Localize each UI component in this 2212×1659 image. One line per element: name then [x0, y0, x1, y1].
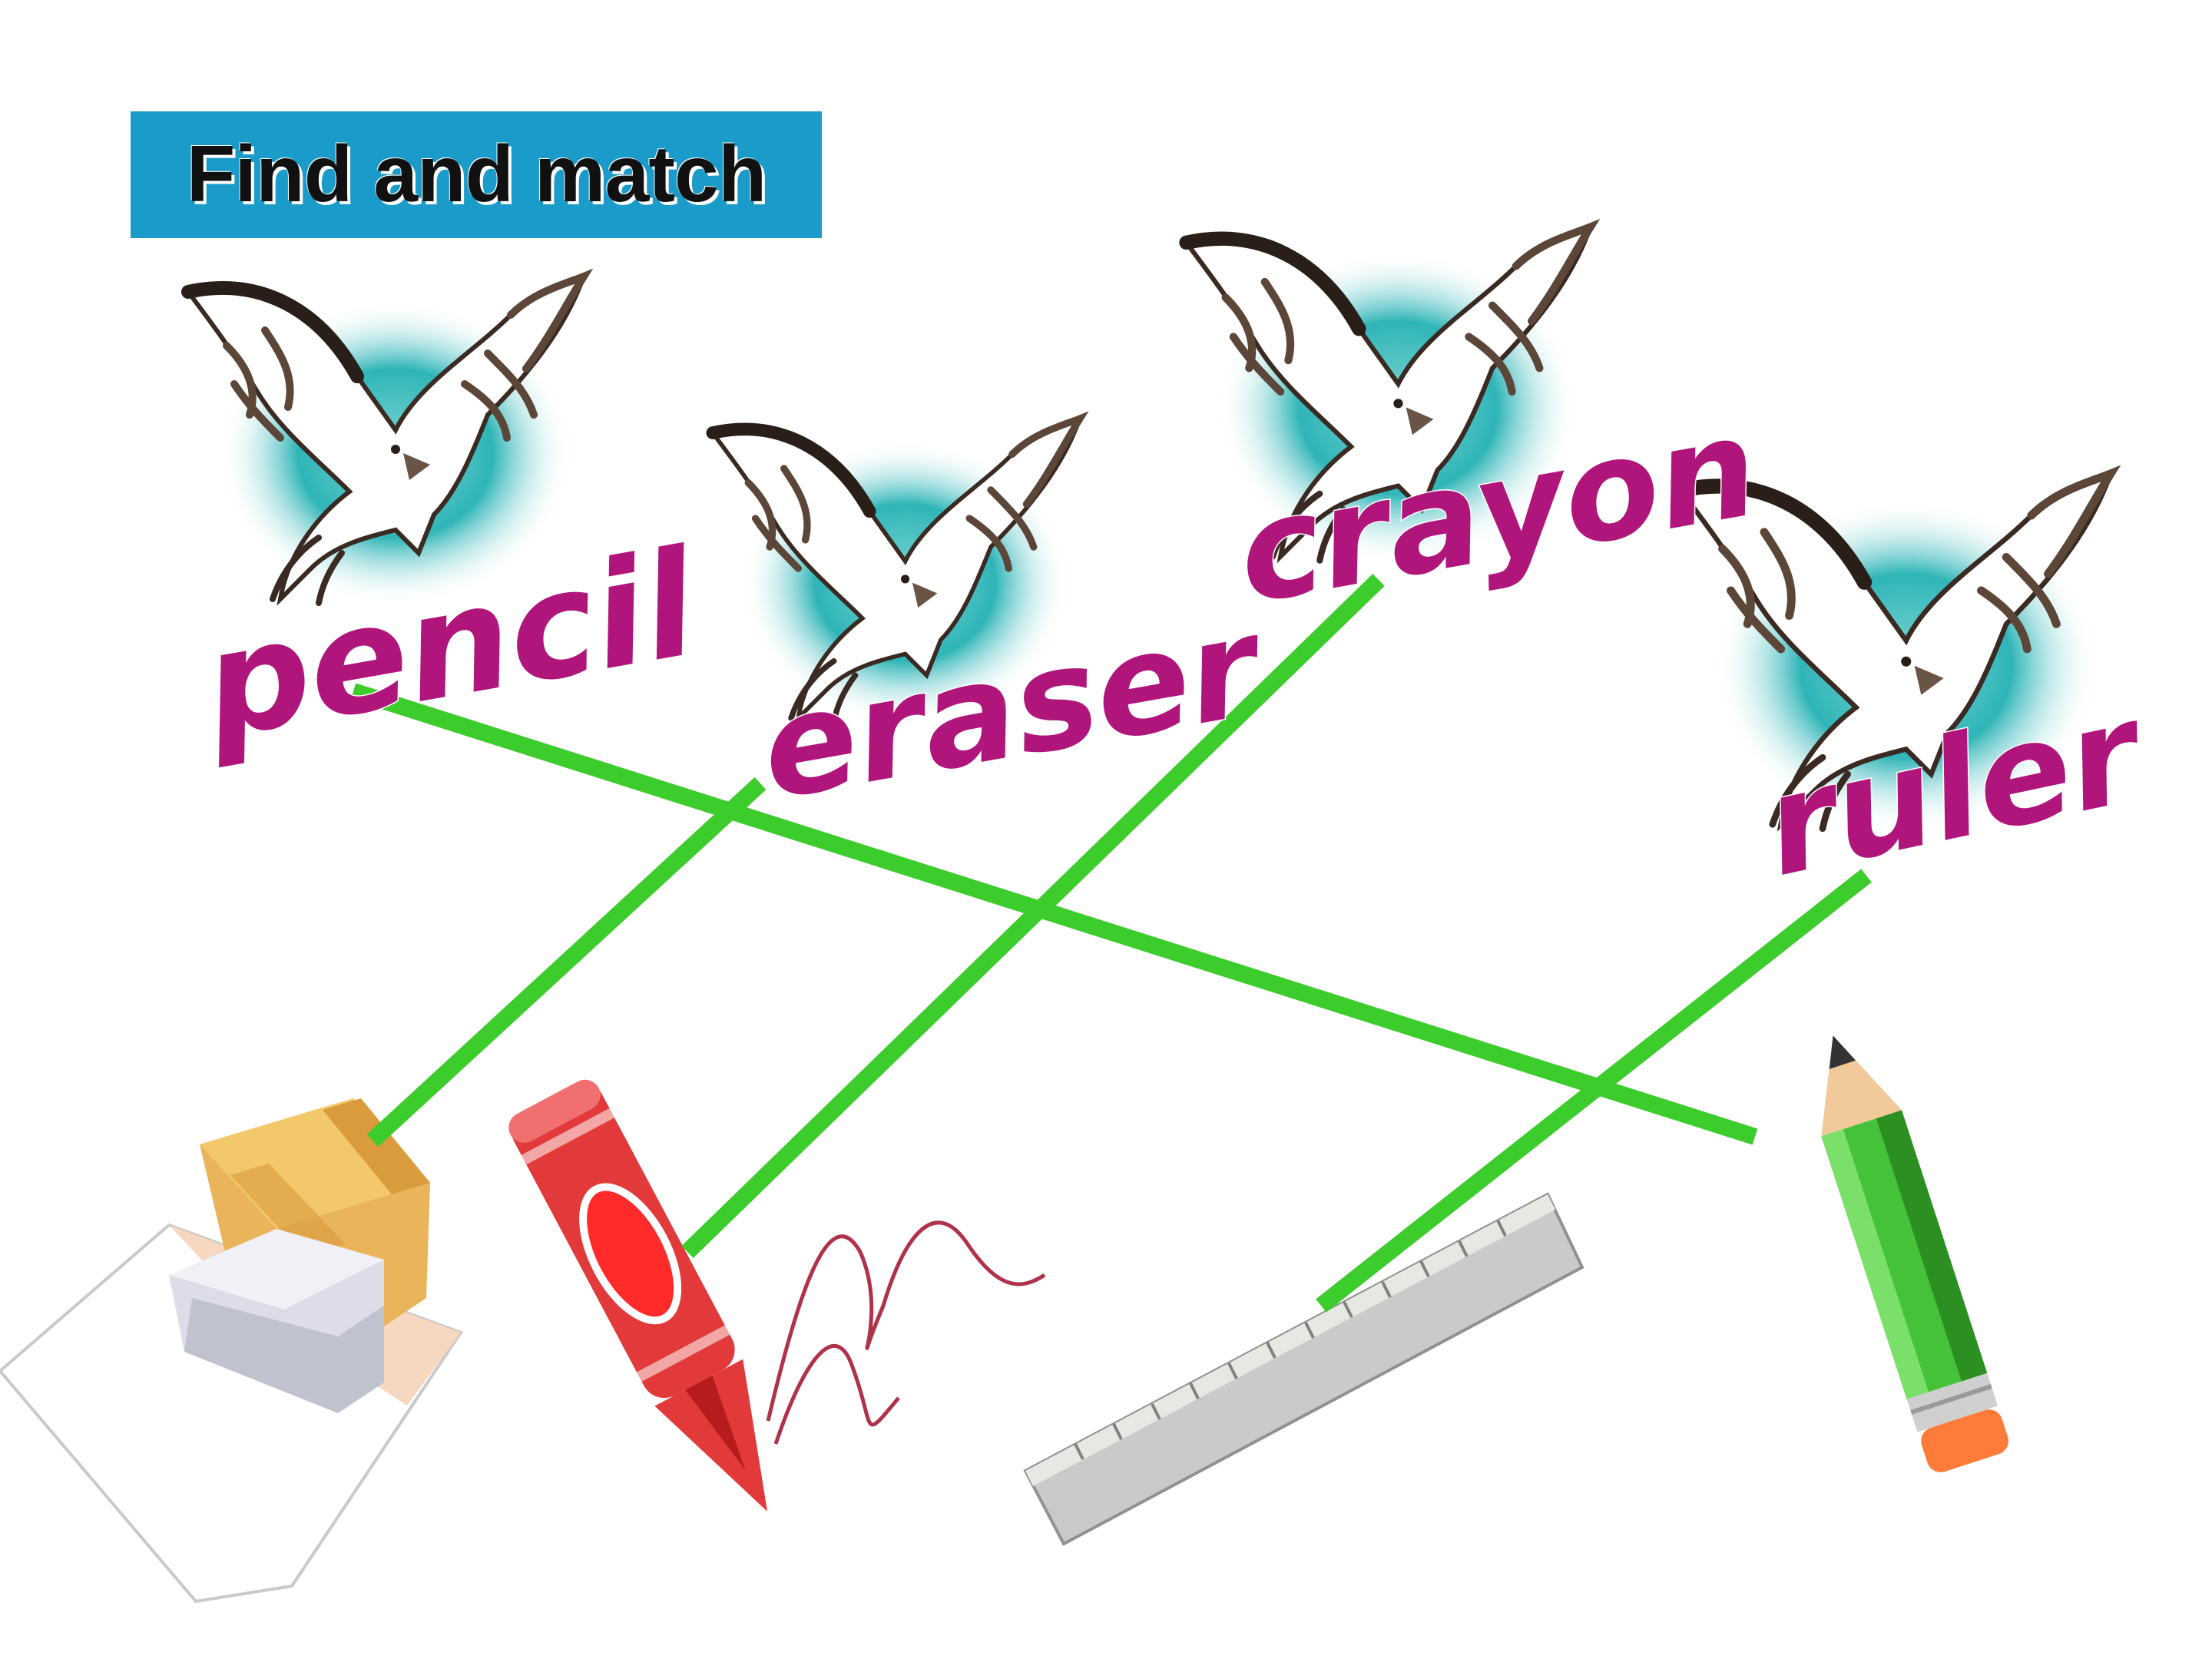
page-title: Find and match: [186, 130, 767, 219]
eraser-icon: [0, 1098, 464, 1604]
word-pencil: pencil: [190, 518, 709, 772]
match-line-eraser: [366, 777, 767, 1147]
title-banner: Find and match: [131, 111, 822, 238]
match-line-ruler: [1316, 869, 1872, 1313]
crayon-icon: [508, 1079, 1046, 1512]
match-line-pencil: [350, 683, 1758, 1145]
pencil-icon: [1821, 1035, 2008, 1472]
ruler-icon: [1023, 1192, 1584, 1546]
match-line-crayon: [681, 574, 1385, 1258]
